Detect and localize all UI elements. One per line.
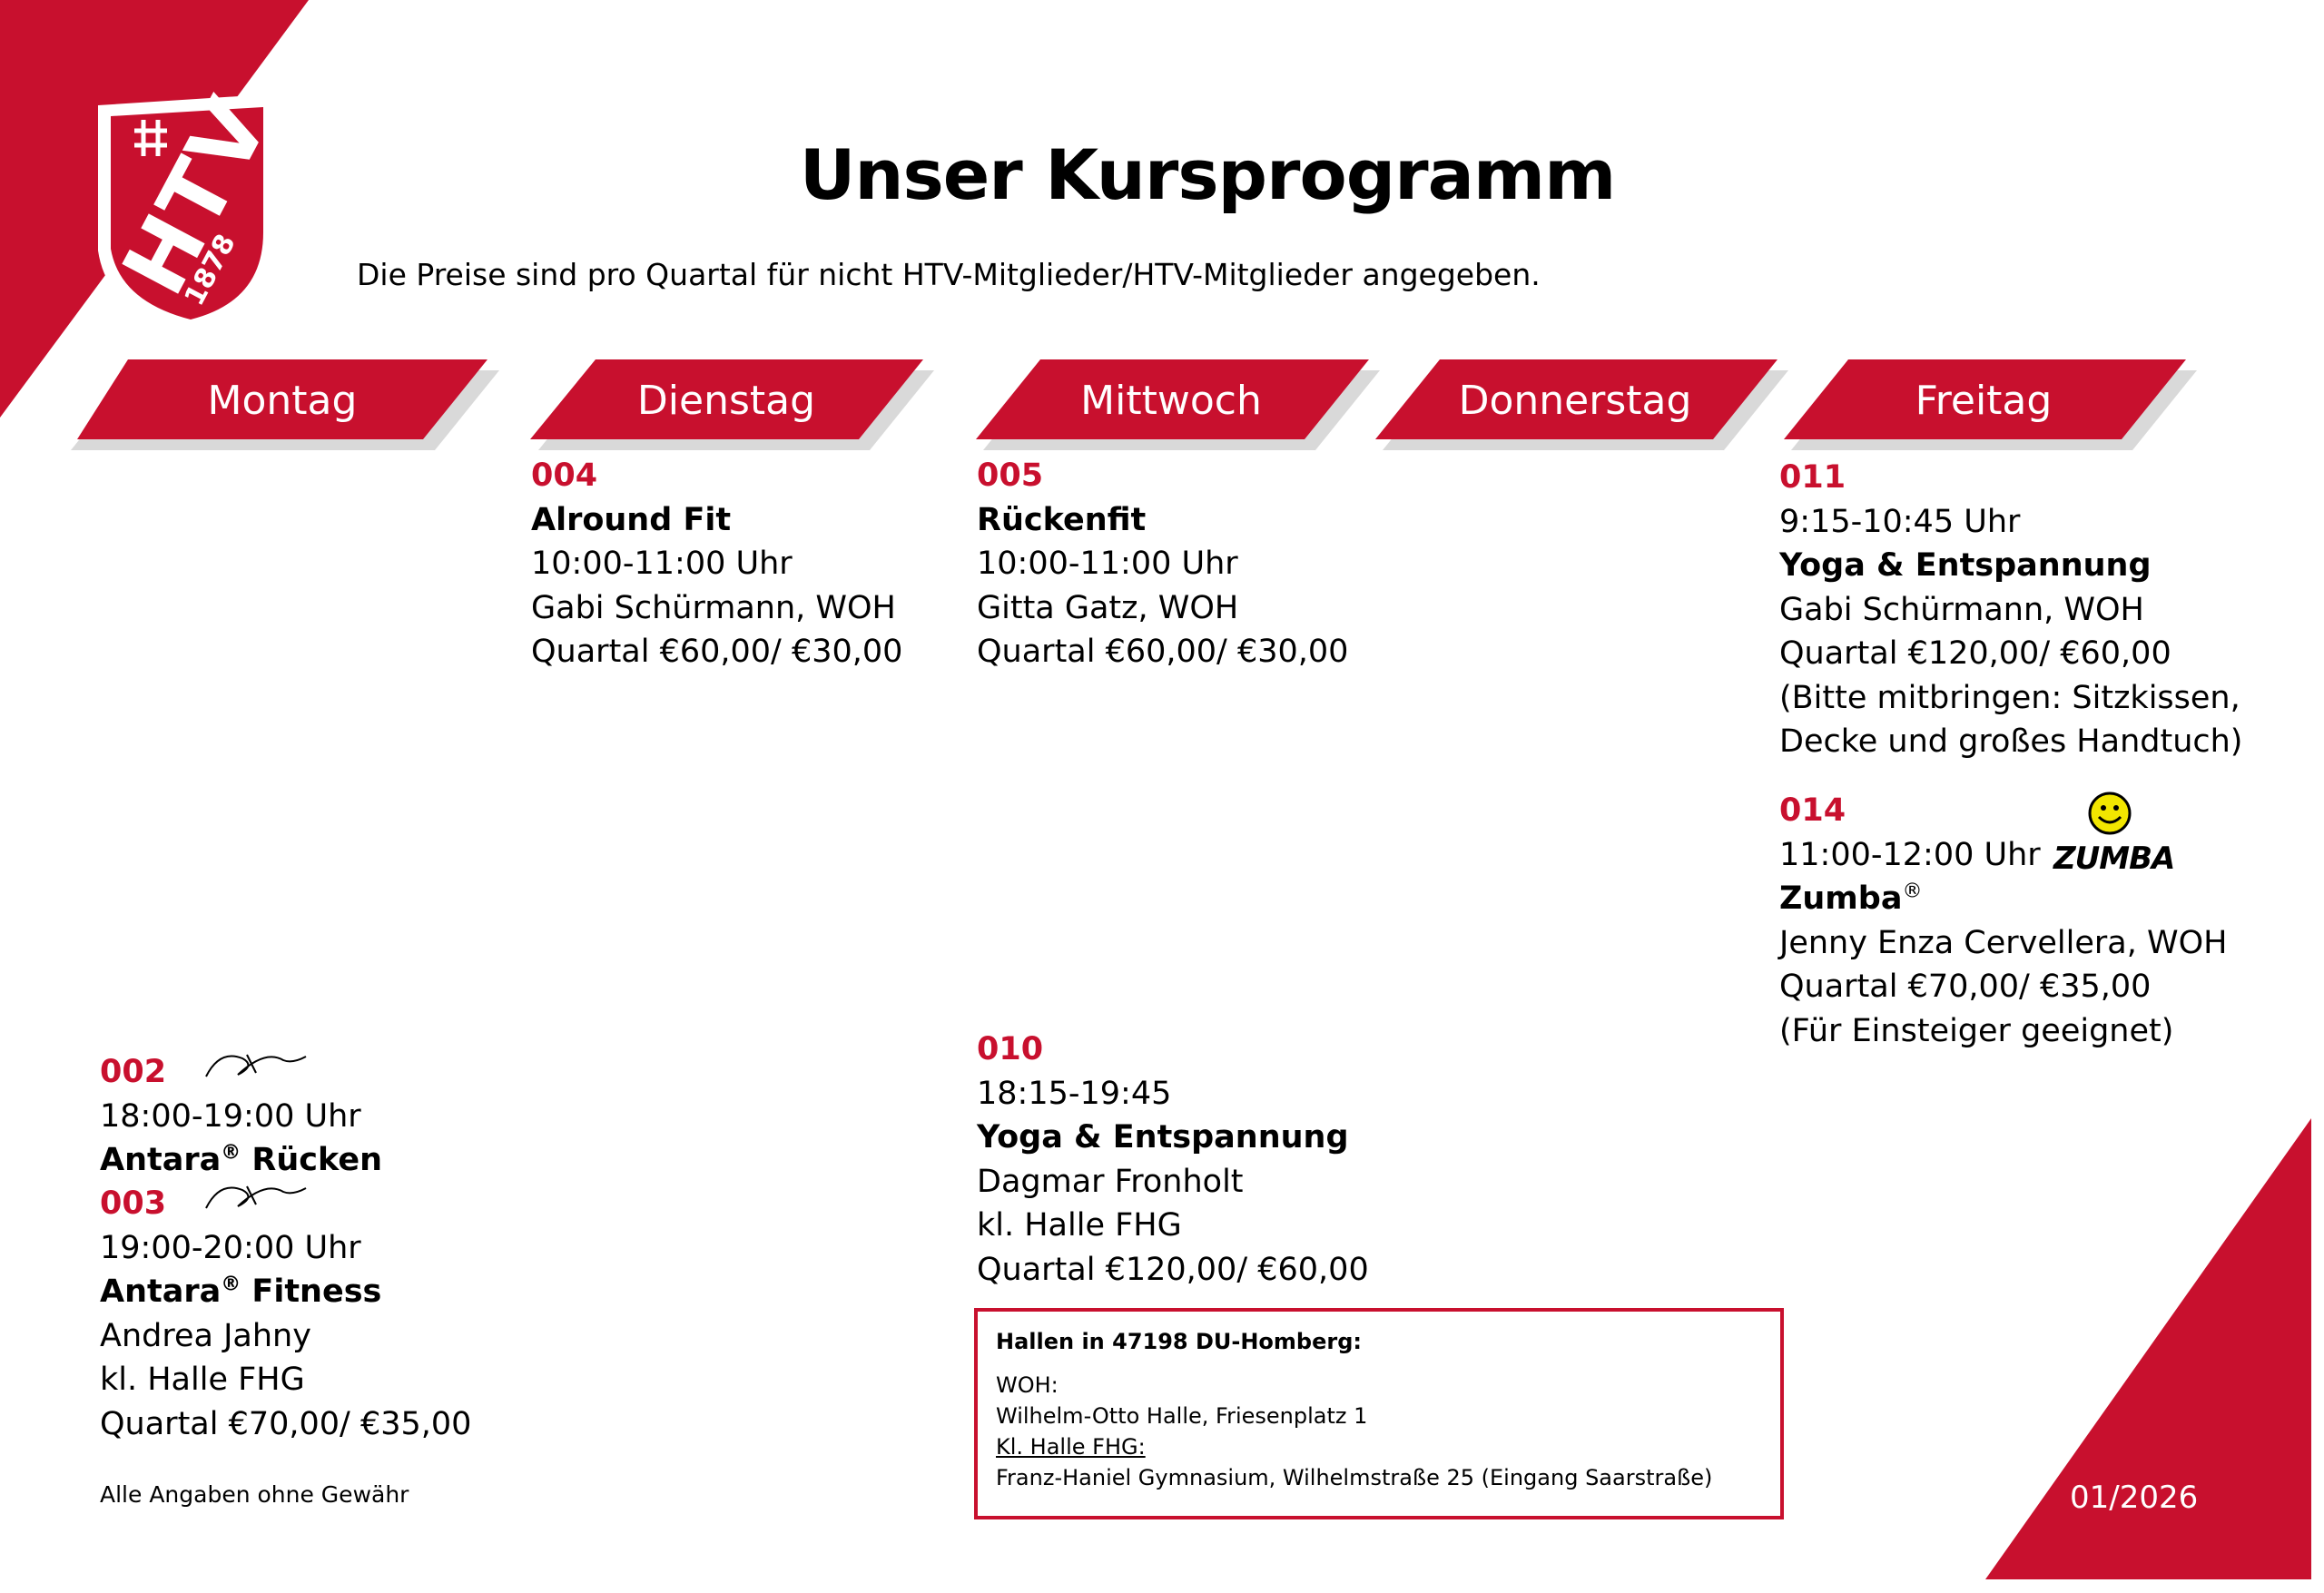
course-number: 014: [1779, 792, 1846, 829]
course-number: 004: [531, 457, 598, 494]
corner-triangle-bottom-right: [1985, 1118, 2311, 1579]
course-trainer: Gitta Gatz, WOH: [977, 589, 1239, 626]
course-number: 005: [977, 457, 1044, 494]
halls-info-box: Hallen in 47198 DU-Homberg: WOH: Wilhelm…: [974, 1308, 1784, 1519]
banner-dienstag: [530, 359, 923, 439]
course-003: 003 19:00-20:00 Uhr Antara® Fitness Andr…: [100, 1182, 471, 1446]
course-time: 18:00-19:00 Uhr: [100, 1097, 361, 1135]
course-002: 002 18:00-19:00 Uhr Antara® Rücken: [100, 1050, 382, 1183]
course-name: Antara: [100, 1273, 222, 1310]
course-number: 002: [100, 1054, 167, 1090]
course-note: (Für Einsteiger geeignet): [1779, 1012, 2174, 1049]
course-name: Antara: [100, 1142, 222, 1178]
course-name: Zumba: [1779, 880, 1903, 917]
banner-mittwoch: [976, 359, 1369, 439]
hall-woh-label: WOH:: [996, 1372, 1059, 1398]
banner-montag: [77, 359, 487, 439]
course-name: Yoga & Entspannung: [977, 1119, 1349, 1155]
banner-freitag: [1784, 359, 2186, 439]
day-banners: [71, 359, 2197, 450]
course-time: 10:00-11:00 Uhr: [977, 546, 1238, 582]
hall-fhg-label: Kl. Halle FHG:: [996, 1434, 1146, 1460]
hall-woh-address: Wilhelm-Otto Halle, Friesenplatz 1: [996, 1403, 1368, 1429]
course-name: Rückenfit: [977, 501, 1147, 538]
hall-fhg-address: Franz-Haniel Gymnasium, Wilhelmstraße 25…: [996, 1465, 1713, 1490]
course-price: Quartal €70,00/ €35,00: [100, 1405, 472, 1442]
day-label-dienstag: Dienstag: [636, 378, 816, 424]
course-name: Yoga & Entspannung: [1779, 547, 2152, 584]
course-010: 010 18:15-19:45 Yoga & Entspannung Dagma…: [977, 1028, 1369, 1292]
course-number: 011: [1779, 459, 1846, 496]
course-name-suffix: Fitness: [241, 1273, 382, 1310]
issue-date: 01/2026: [2070, 1480, 2199, 1516]
course-time: 9:15-10:45 Uhr: [1779, 503, 2021, 540]
course-name: Alround Fit: [531, 501, 732, 538]
trademark: ®: [1902, 880, 1923, 903]
course-004: 004 Alround Fit 10:00-11:00 Uhr Gabi Sch…: [531, 454, 902, 674]
course-name-suffix: Rücken: [241, 1142, 383, 1178]
course-note: (Bitte mitbringen: Sitzkissen,: [1779, 679, 2240, 716]
day-label-freitag: Freitag: [1915, 378, 2053, 424]
trademark: ®: [221, 1141, 241, 1165]
course-location: kl. Halle FHG: [100, 1362, 305, 1398]
antara-signature-icon: [205, 1185, 307, 1209]
zumba-logo: ZUMBA: [2053, 790, 2175, 880]
zumba-smiley-icon: [2088, 792, 2132, 835]
course-014: 014 11:00-12:00 Uhr Zumba® Jenny Enza Ce…: [1779, 789, 2227, 1053]
antara-signature-icon: [205, 1054, 307, 1077]
course-trainer: Dagmar Fronholt: [977, 1163, 1244, 1200]
course-011: 011 9:15-10:45 Uhr Yoga & Entspannung Ga…: [1779, 456, 2242, 764]
course-trainer: Gabi Schürmann, WOH: [1779, 591, 2144, 628]
course-trainer: Gabi Schürmann, WOH: [531, 589, 896, 626]
course-time: 11:00-12:00 Uhr: [1779, 836, 2041, 873]
zumba-logo-text: ZUMBA: [2053, 841, 2175, 877]
course-005: 005 Rückenfit 10:00-11:00 Uhr Gitta Gatz…: [977, 454, 1348, 674]
course-location: kl. Halle FHG: [977, 1207, 1182, 1244]
day-label-montag: Montag: [207, 378, 358, 424]
course-price: Quartal €120,00/ €60,00: [977, 1251, 1369, 1288]
course-trainer: Andrea Jahny: [100, 1317, 311, 1354]
course-price: Quartal €60,00/ €30,00: [977, 634, 1349, 670]
course-time: 18:15-19:45: [977, 1075, 1172, 1112]
banner-donnerstag: [1375, 359, 1777, 439]
course-price: Quartal €70,00/ €35,00: [1779, 969, 2152, 1005]
course-price: Quartal €120,00/ €60,00: [1779, 635, 2171, 672]
course-time: 19:00-20:00 Uhr: [100, 1229, 361, 1266]
course-trainer: Jenny Enza Cervellera, WOH: [1779, 924, 2228, 961]
course-number: 010: [977, 1031, 1044, 1067]
course-price: Quartal €60,00/ €30,00: [531, 634, 903, 670]
htv-logo-shield: [98, 94, 275, 332]
course-note: Decke und großes Handtuch): [1779, 723, 2243, 760]
halls-title: Hallen in 47198 DU-Homberg:: [996, 1329, 1362, 1354]
course-time: 10:00-11:00 Uhr: [531, 546, 793, 582]
course-number: 003: [100, 1185, 167, 1222]
day-label-donnerstag: Donnerstag: [1458, 378, 1692, 424]
trademark: ®: [221, 1273, 241, 1296]
page-subtitle: Die Preise sind pro Quartal für nicht HT…: [357, 257, 1541, 292]
page-title: Unser Kursprogramm: [799, 134, 1617, 215]
disclaimer-text: Alle Angaben ohne Gewähr: [100, 1481, 409, 1508]
day-label-mittwoch: Mittwoch: [1080, 378, 1262, 424]
